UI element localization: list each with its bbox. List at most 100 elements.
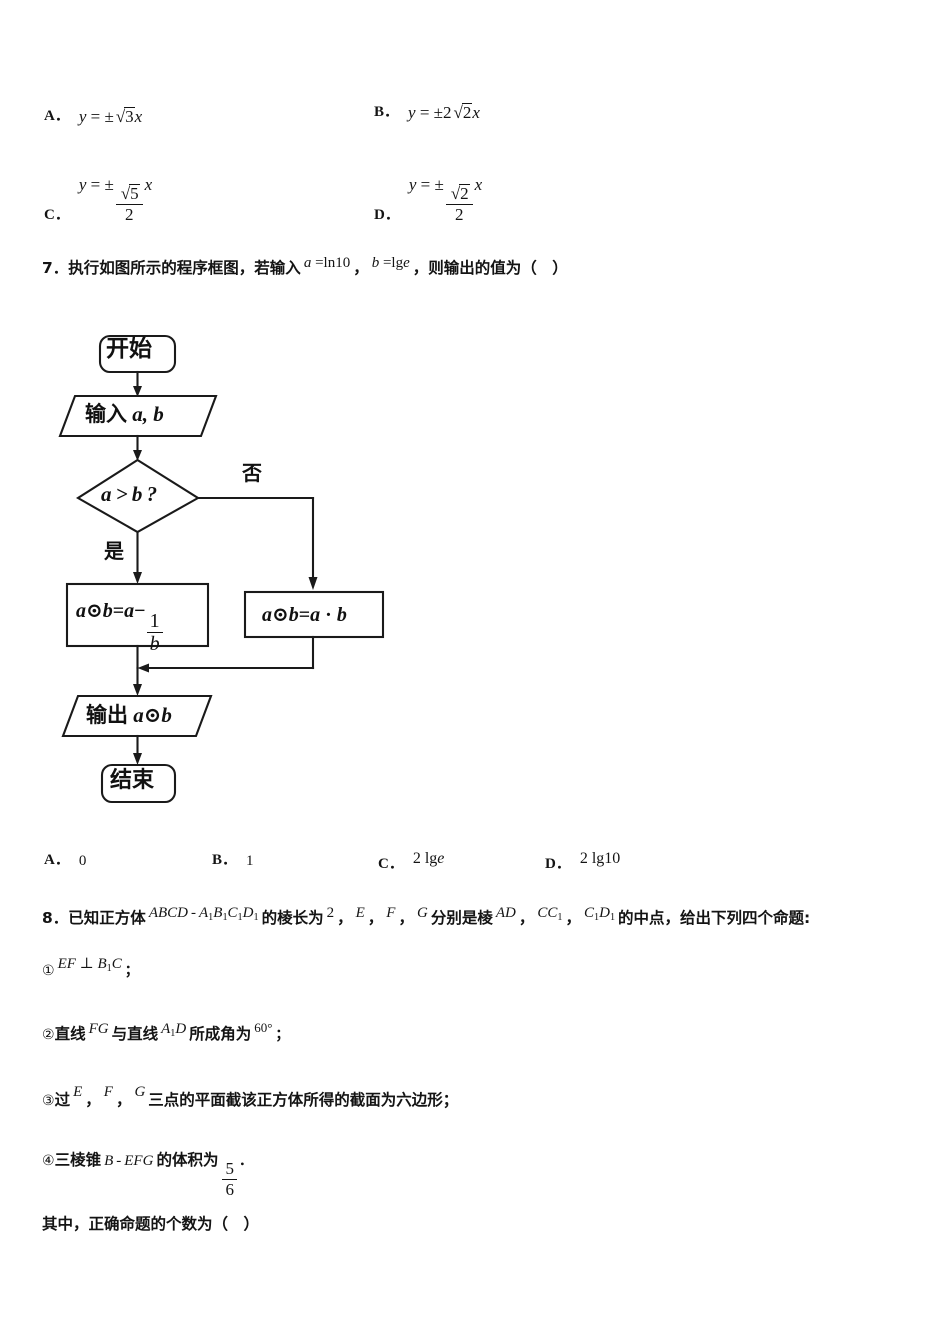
question-7-comma-1: ， <box>353 259 369 277</box>
proposition-4-frac-den: 6 <box>225 1180 234 1200</box>
proposition-1: ① EF ⊥ B1C ； <box>42 956 139 981</box>
question-8-edge-CC1: CC1 <box>537 905 563 923</box>
q7-option-row-D[interactable]: D． 2 lg10 <box>545 850 621 873</box>
question-8-stem-part4: 的中点，给出下列四个命题: <box>618 909 811 927</box>
question-7-input-b: b =lge <box>371 255 410 271</box>
question-8-comma-a: ， <box>337 909 353 927</box>
proposition-3-marker: ③ <box>42 1093 55 1109</box>
q7-option-label-D: D． <box>545 856 571 872</box>
question-8-comma-e: ， <box>565 909 581 927</box>
question-8-closing-text: 其中，正确命题的个数为（ ） <box>42 1215 260 1233</box>
q7-option-label-B: B． <box>212 852 238 868</box>
proposition-1-math: EF ⊥ B1C <box>57 956 122 974</box>
proposition-2-marker: ② <box>42 1027 55 1043</box>
option-row-B[interactable]: B． y = ±2√2x <box>374 100 480 121</box>
proposition-3-text-before: 过 <box>54 1091 71 1109</box>
flow-end-shape <box>100 763 177 804</box>
proposition-4-text-mid: 的体积为 <box>156 1151 219 1169</box>
q7-option-row-A[interactable]: A． 0 <box>44 848 86 869</box>
option-label-A: A． <box>44 108 70 124</box>
flow-input-zh: 输入 <box>85 402 127 426</box>
question-7-stem: 7． 执行如图所示的程序框图，若输入 a =ln10 ， b =lge ， 则输… <box>42 255 568 278</box>
question-8-closing: 其中，正确命题的个数为（ ） <box>42 1212 259 1234</box>
flow-input-vars: a, b <box>132 402 164 426</box>
proposition-4-frac-num: 5 <box>222 1160 237 1181</box>
q7-option-row-B[interactable]: B． 1 <box>212 848 254 869</box>
q7-option-label-C: C． <box>378 856 404 872</box>
option-label-B: B． <box>374 104 400 120</box>
option-formula-B: y = ±2√2x <box>408 103 480 122</box>
flow-yes-label: 是 <box>104 539 124 563</box>
option-row-A[interactable]: A． y = ±√3x <box>44 104 142 125</box>
proposition-4-text-before: 三棱锥 <box>54 1151 102 1169</box>
question-7-stem-after: 则输出的值为（ ） <box>428 259 568 277</box>
proposition-4-tail: ． <box>238 1153 253 1169</box>
proposition-3-point-E: E <box>73 1084 83 1100</box>
option-formula-A: y = ±√3x <box>78 107 143 126</box>
question-8-edge-C1D1: C1D1 <box>583 905 616 923</box>
question-8-comma-c: ， <box>398 909 414 927</box>
proposition-2-text-after: 所成角为 <box>189 1025 252 1043</box>
question-8-stem-part2: 的棱长为 <box>261 909 324 927</box>
proposition-4-solid: B - EFG <box>104 1153 154 1169</box>
proposition-2-line-FG: FG <box>88 1021 109 1037</box>
question-7-input-a: a =ln10 <box>303 255 351 271</box>
question-8-point-G: G <box>416 905 428 921</box>
question-8-edge-length: 2 <box>326 905 335 921</box>
proposition-4-marker: ④ <box>42 1153 55 1169</box>
flow-output-shape <box>61 694 213 738</box>
option-label-D: D． <box>374 207 400 224</box>
question-8-number: 8． <box>42 909 69 927</box>
question-8-edge-AD: AD <box>495 905 516 921</box>
question-7-comma-2: ， <box>412 259 429 277</box>
question-8-comma-d: ， <box>518 909 535 927</box>
proposition-2-text-mid: 与直线 <box>111 1025 159 1043</box>
question-8-stem: 8． 已知正方体 ABCD - A1B1C1D1 的棱长为 2 ， E ， F … <box>42 905 811 929</box>
flow-output-label: 输出 a⊙b <box>86 705 172 726</box>
flow-output-expr: a⊙b <box>133 703 172 727</box>
flow-false-process-label: a⊙b=a · b <box>262 604 347 626</box>
proposition-2-angle: 60° <box>254 1020 273 1035</box>
q7-option-value-D: 2 lg10 <box>579 850 621 867</box>
proposition-2: ② 直线 FG 与直线 A1D 所成角为 60° ； <box>42 1020 290 1045</box>
question-8-stem-part3: 分别是棱 <box>430 909 493 927</box>
flow-output-zh: 输出 <box>86 703 128 727</box>
proposition-3-point-G: G <box>134 1084 146 1100</box>
q7-option-label-A: A． <box>44 852 70 868</box>
proposition-3-text-after: 三点的平面截该正方体所得的截面为六边形； <box>148 1091 459 1109</box>
proposition-3-point-F: F <box>103 1084 113 1100</box>
question-8-cube-name: ABCD - A1B1C1D1 <box>148 905 259 923</box>
proposition-3-comma-2: ， <box>115 1091 132 1109</box>
proposition-1-tail: ； <box>124 963 139 979</box>
q7-option-value-C: 2 lge <box>412 850 445 867</box>
question-8-comma-b: ， <box>367 909 384 927</box>
proposition-2-line-A1D: A1D <box>161 1021 187 1039</box>
flow-start-label: 开始 <box>106 336 152 362</box>
proposition-2-tail: ； <box>275 1027 290 1043</box>
flow-input-shape <box>58 394 218 438</box>
flow-input-label: 输入 a, b <box>85 404 164 425</box>
option-label-C: C． <box>44 207 70 224</box>
flow-no-label: 否 <box>242 461 262 485</box>
proposition-2-text-before: 直线 <box>54 1025 86 1043</box>
question-8-stem-part1: 已知正方体 <box>68 909 146 927</box>
question-8-point-E: E <box>355 905 365 921</box>
q7-option-value-B: 1 <box>246 853 254 869</box>
question-7-stem-before: 执行如图所示的程序框图，若输入 <box>68 259 301 277</box>
question-7-number: 7． <box>42 259 69 277</box>
program-flowchart <box>58 334 385 804</box>
question-8-point-F: F <box>386 905 396 921</box>
q7-option-value-A: 0 <box>78 853 87 869</box>
q7-option-row-C[interactable]: C． 2 lge <box>378 850 445 873</box>
flow-end-label: 结束 <box>110 768 155 793</box>
proposition-1-marker: ① <box>42 963 55 979</box>
flow-decision-label: a > b ? <box>101 482 158 506</box>
